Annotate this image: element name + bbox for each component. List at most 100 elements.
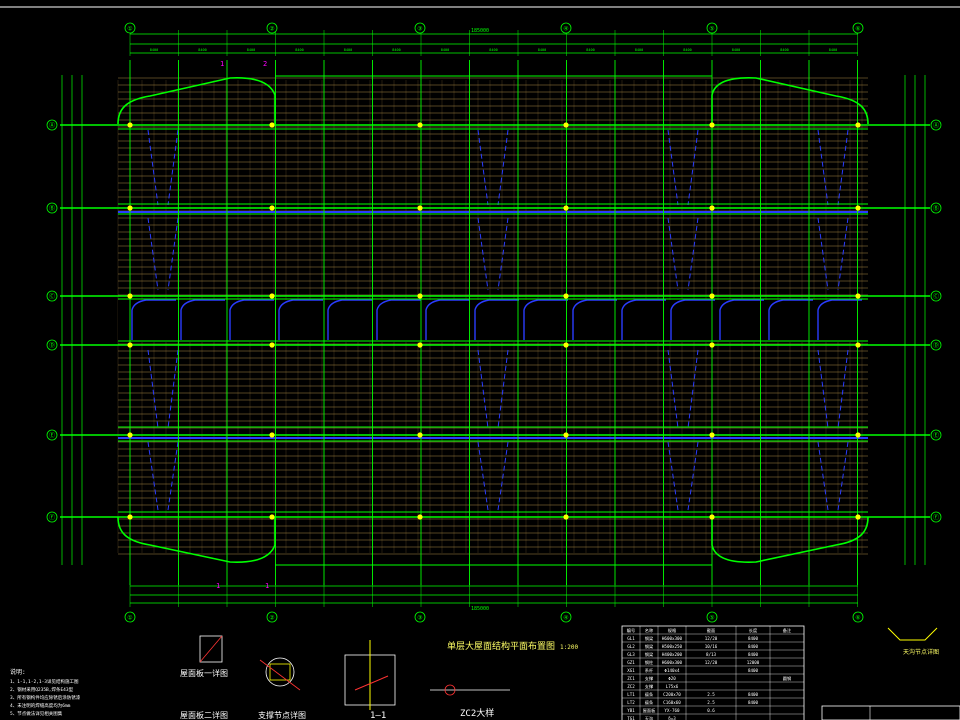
note-line: 3、所有钢构件均应除锈后涂防锈漆 [10, 694, 81, 701]
outline-bottom-right [711, 516, 869, 563]
row-bubble-label: Ⓐ [933, 122, 939, 130]
table-cell: 屋面板 [643, 707, 656, 714]
column-node [127, 432, 133, 438]
brace-diag [147, 441, 159, 511]
column-node [709, 514, 715, 520]
strut-profile [572, 299, 617, 340]
brace-diag [837, 349, 849, 429]
column-node [563, 342, 569, 348]
brace-diag [497, 129, 509, 206]
table-cell: 8/13 [706, 652, 717, 657]
column-bubble-label: ④ [563, 615, 568, 622]
column-bubble [706, 22, 718, 34]
table-cell: GZ1 [627, 660, 635, 665]
column-node [855, 342, 861, 348]
column-node [563, 432, 569, 438]
bay-dimension: 8400 [150, 48, 158, 52]
table-cell: 钢梁 [645, 635, 654, 642]
column-node [855, 293, 861, 299]
bay-dimension: 8400 [829, 48, 837, 52]
column-node [709, 432, 715, 438]
table-cell: GL1 [627, 636, 635, 641]
bay-dimension: 8400 [683, 48, 691, 52]
table-cell: 8400 [748, 652, 759, 657]
row-bubble [930, 202, 942, 214]
table-cell: L75x6 [666, 684, 679, 689]
column-node [563, 205, 569, 211]
table-cell: 8400 [748, 692, 759, 697]
row-bubble-label: Ⓐ [49, 122, 55, 130]
row-bubble [46, 290, 58, 302]
strut-profile [278, 299, 323, 340]
column-node [563, 122, 569, 128]
column-bubble-label: ⑥ [855, 615, 860, 622]
row-bubble [930, 511, 942, 523]
brace-diag [667, 217, 679, 291]
brace-diag [167, 217, 179, 291]
column-node [855, 122, 861, 128]
table-cell: GL3 [627, 652, 635, 657]
note-line: 4、未注明的焊缝高度均为6mm [10, 702, 71, 709]
strut-profile [719, 299, 764, 340]
table-cell: LT1 [627, 692, 635, 697]
column-node [269, 342, 275, 348]
row-bubble-label: Ⓕ [933, 514, 939, 522]
purlin-grid [117, 77, 868, 555]
column-node [417, 342, 423, 348]
row-bubble [930, 290, 942, 302]
table-cell: 8400 [748, 700, 759, 705]
gap-band [118, 300, 868, 342]
brace-diag [497, 349, 509, 429]
column-bubble [414, 611, 426, 623]
column-bubble-label: ② [269, 26, 274, 33]
column-node [709, 122, 715, 128]
table-cell: ZC2 [627, 684, 635, 689]
row-bubble-label: Ⓒ [933, 293, 939, 301]
table-header-cell: 备注 [783, 627, 792, 634]
column-bubble [852, 611, 864, 623]
table-cell: 2.5 [707, 692, 715, 697]
strut-profile [425, 299, 470, 340]
column-node [417, 293, 423, 299]
detail-a-diag [199, 635, 223, 663]
row-bubble [930, 119, 942, 131]
row-bubble-label: Ⓒ [49, 293, 55, 301]
brace-diag [477, 441, 489, 511]
table-cell: C160x60 [663, 700, 681, 705]
column-bubble-label: ① [127, 26, 132, 33]
detail-e-title: 天沟节点详图 [903, 648, 939, 656]
callout-two: 2 [263, 60, 267, 68]
sheet-frame [0, 6, 960, 720]
strut-profile [768, 299, 813, 340]
roof-outline [117, 75, 869, 566]
table-cell: δ=3 [668, 716, 676, 720]
section-mark-b: 1 [265, 582, 269, 590]
bay-dimension: 8400 [441, 48, 449, 52]
column-bubble-label: ④ [563, 26, 568, 33]
table-cell: 钢梁 [645, 643, 654, 650]
table-cell: GL2 [627, 644, 635, 649]
bay-dimension: 8400 [732, 48, 740, 52]
table-header-cell: 规格 [668, 627, 677, 634]
column-node [709, 342, 715, 348]
column-bubble-label: ② [269, 615, 274, 622]
brace-diag [147, 129, 159, 206]
column-node [417, 514, 423, 520]
table-header-cell: 编号 [627, 627, 635, 634]
row-bubble [46, 119, 58, 131]
column-nodes [127, 122, 861, 520]
bay-dimension: 8400 [247, 48, 255, 52]
column-node [709, 205, 715, 211]
table-cell: 檩条 [645, 699, 654, 706]
table-cell: 圆钢 [783, 675, 791, 682]
title-block [821, 705, 960, 720]
table-cell: H600x300 [662, 636, 683, 641]
row-bubble [930, 339, 942, 351]
table-cell: C200x70 [663, 692, 681, 697]
strut-profile [131, 299, 176, 340]
note-line: 2、钢材采用Q235B,焊条E43型 [10, 686, 74, 693]
table-cell: 钢梁 [645, 651, 654, 658]
detail-c-brace [259, 659, 301, 691]
